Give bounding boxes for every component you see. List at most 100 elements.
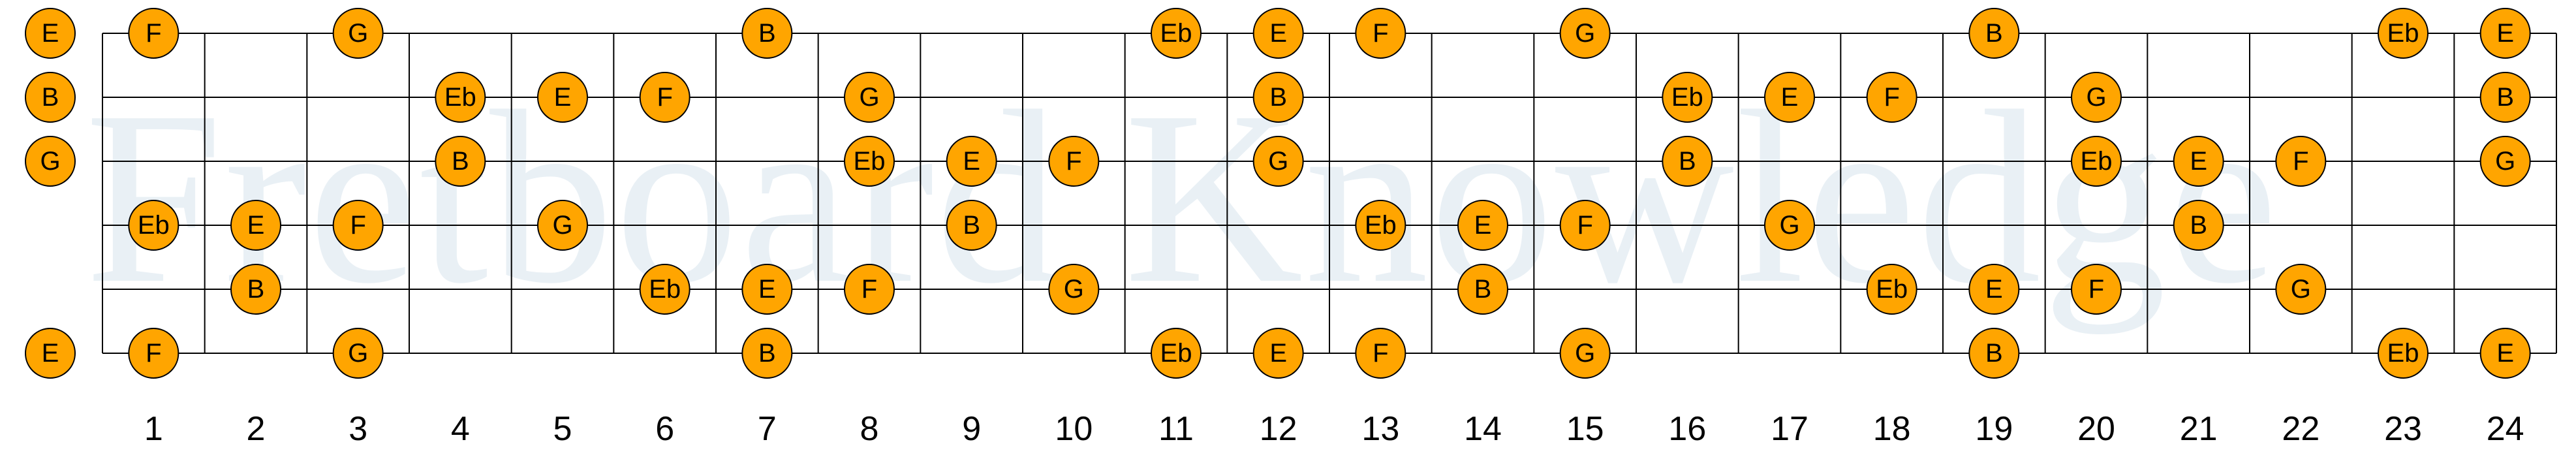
- note-marker: F: [844, 264, 895, 315]
- note-label: B: [963, 211, 980, 240]
- note-label: Eb: [1671, 83, 1703, 112]
- note-circle: [639, 72, 691, 123]
- note-label: G: [348, 19, 368, 48]
- note-label: B: [2190, 211, 2207, 240]
- fret-number: 17: [1771, 410, 1808, 448]
- note-circle: [2071, 264, 2122, 315]
- note-label: F: [1373, 339, 1388, 368]
- note-circle: [1151, 328, 1202, 379]
- fret-number: 23: [2384, 410, 2422, 448]
- note-label: F: [1373, 19, 1388, 48]
- note-circle: [128, 200, 179, 251]
- note-marker: F: [1355, 328, 1406, 379]
- note-marker: B: [435, 136, 486, 187]
- fret-number: 19: [1975, 410, 2013, 448]
- note-marker: B: [1968, 328, 2020, 379]
- note-circle: [844, 136, 895, 187]
- note-circle: [2479, 136, 2531, 187]
- note-marker: B: [741, 8, 793, 59]
- note-circle: [2479, 8, 2531, 59]
- note-circle: [1048, 264, 1100, 315]
- note-circle: [2378, 8, 2429, 59]
- note-circle: [1968, 264, 2020, 315]
- note-marker: E: [741, 264, 793, 315]
- note-circle: [1559, 328, 1611, 379]
- note-label: B: [2496, 83, 2514, 112]
- note-circle: [1355, 200, 1406, 251]
- fret-number: 18: [1873, 410, 1911, 448]
- note-circle: [1764, 200, 1815, 251]
- fret-number: 21: [2180, 410, 2218, 448]
- fret-number: 11: [1158, 410, 1194, 448]
- note-marker: G: [2071, 72, 2122, 123]
- fret-number: 1: [144, 410, 163, 448]
- note-marker: E: [1764, 72, 1815, 123]
- note-marker: E: [1252, 8, 1304, 59]
- note-marker: Eb: [639, 264, 691, 315]
- fret-number: 24: [2487, 410, 2524, 448]
- note-circle: [537, 200, 588, 251]
- note-marker: G: [332, 8, 384, 59]
- fret-number: 8: [860, 410, 879, 448]
- note-marker: Eb: [844, 136, 895, 187]
- note-label: F: [1884, 83, 1899, 112]
- note-marker: B: [2479, 72, 2531, 123]
- note-marker: G: [537, 200, 588, 251]
- fret-number: 3: [349, 410, 367, 448]
- note-circle: [2071, 136, 2122, 187]
- note-marker: Eb: [1662, 72, 1713, 123]
- note-marker: B: [946, 200, 997, 251]
- note-marker: Eb: [435, 72, 486, 123]
- open-string-marker: E: [25, 8, 76, 59]
- note-circle: [1252, 72, 1304, 123]
- watermark-text: Fretboard Knowledge: [85, 60, 2279, 335]
- fret-number: 5: [553, 410, 572, 448]
- note-label: E: [247, 211, 265, 240]
- note-marker: E: [1457, 200, 1508, 251]
- note-label: E: [1269, 19, 1287, 48]
- note-circle: [435, 72, 486, 123]
- note-marker: Eb: [128, 200, 179, 251]
- note-marker: Eb: [2071, 136, 2122, 187]
- note-label: E: [2190, 147, 2207, 176]
- open-string-label: E: [42, 19, 59, 48]
- note-label: G: [1779, 211, 1799, 240]
- note-label: Eb: [2387, 19, 2419, 48]
- note-label: G: [2086, 83, 2106, 112]
- note-circle: [1151, 8, 1202, 59]
- note-label: G: [1575, 339, 1595, 368]
- fret-number: 7: [758, 410, 777, 448]
- open-string-marker: G: [25, 136, 76, 187]
- note-circle: [1355, 328, 1406, 379]
- note-marker: G: [1764, 200, 1815, 251]
- fret-number: 9: [962, 410, 981, 448]
- note-circle: [2173, 136, 2224, 187]
- fret-number: 16: [1668, 410, 1706, 448]
- note-marker: G: [332, 328, 384, 379]
- note-label: Eb: [2081, 147, 2113, 176]
- note-marker: F: [1048, 136, 1100, 187]
- note-circle: [1662, 72, 1713, 123]
- note-label: E: [2496, 339, 2514, 368]
- note-circle: [537, 72, 588, 123]
- note-label: E: [2496, 19, 2514, 48]
- note-marker: E: [2479, 328, 2531, 379]
- note-label: Eb: [2387, 339, 2419, 368]
- note-marker: F: [639, 72, 691, 123]
- note-marker: B: [230, 264, 281, 315]
- open-string-circle: [25, 328, 76, 379]
- frets-layer: [102, 33, 2557, 353]
- note-circle: [946, 136, 997, 187]
- note-marker: Eb: [2378, 8, 2429, 59]
- note-label: E: [1985, 275, 2003, 304]
- note-circle: [1457, 200, 1508, 251]
- note-marker: F: [2275, 136, 2327, 187]
- note-label: B: [1985, 339, 2003, 368]
- note-label: G: [859, 83, 879, 112]
- open-string-circle: [25, 8, 76, 59]
- note-marker: G: [844, 72, 895, 123]
